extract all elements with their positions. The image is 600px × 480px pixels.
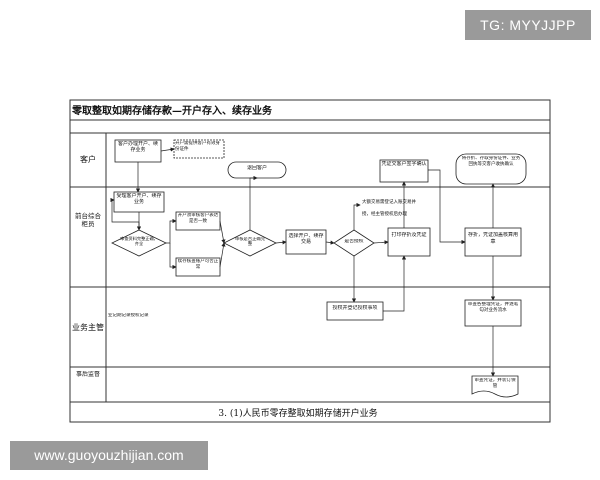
watermark-bottom: www.guoyouzhijian.com xyxy=(10,441,208,470)
link-supervisor-print xyxy=(383,255,407,312)
node-teller-decision xyxy=(223,229,277,257)
text-teller-review: 审查资料完整正确，齐全 xyxy=(120,236,158,246)
text-teller-renew-check: 续存核查账户可否正常 xyxy=(177,259,219,270)
node-teller-print xyxy=(387,227,431,257)
link-start-note xyxy=(160,147,175,152)
lane-supervisor: 业务主管 xyxy=(72,322,104,332)
link-sign-archive xyxy=(428,169,466,245)
connectors xyxy=(110,147,496,377)
link-auth-note xyxy=(353,202,361,230)
text-cust-note-wrap: 开户需提供客户有效身份证件 xyxy=(175,141,220,152)
text-sup-register-wrap: 业记期记录授权记录 xyxy=(108,313,149,318)
link-review-open xyxy=(166,218,177,244)
text-return-customer-wrap: 退回客户 xyxy=(246,165,267,171)
text-sup-authorize-wrap: 授权并登记授权事项 xyxy=(332,305,378,311)
text-choose-wrap: 选择开户、续存交易 xyxy=(288,233,324,245)
diagram-frame xyxy=(69,99,551,423)
lane-customer: 客户 xyxy=(80,154,96,164)
text-teller-review-wrap: 审查资料完整正确，齐全 xyxy=(120,236,158,246)
text-archive-wrap: 存折，凭证加盖核算用章 xyxy=(467,232,518,245)
link-choose-auth xyxy=(325,240,335,245)
link-open-decision xyxy=(219,220,226,244)
link-review-renew xyxy=(169,243,177,270)
text-teller-archive: 存折，凭证加盖核算用章 xyxy=(467,232,518,245)
text-post-check-wrap: 审查凭证，并装订保管 xyxy=(474,378,516,389)
text-cust-sign-confirm: 凭证交客户签字确认 xyxy=(381,161,427,167)
text-supervisor-authorize: 授权并登记授权事项 xyxy=(332,305,378,311)
text-teller-accept: 受理客户开户、续存业务 xyxy=(116,193,162,205)
text-auth-note2: 授，经主管授权后办理 xyxy=(362,210,407,217)
text-teller-decision: 审核是否正确完整 xyxy=(234,237,266,247)
text-teller-print: 打印存折及凭证 xyxy=(391,232,427,238)
lane-teller-wrap: 前台综合柜员 xyxy=(75,212,101,228)
link-decision-return xyxy=(249,175,258,230)
text-supervisor-register: 业记期记录授权记录 xyxy=(108,313,149,318)
text-print-wrap: 打印存折及凭证 xyxy=(391,232,427,238)
text-auth-note1: 大额交易需登记入账交易并 xyxy=(362,198,416,205)
text-return-customer: 退回客户 xyxy=(246,165,267,171)
text-teller-open-check: 开户须审核客户表达是否一致 xyxy=(177,213,219,224)
link-renew-decision xyxy=(219,242,226,268)
diagram-title: 零取整取如期存储存款—开户存入、续存业务 xyxy=(71,104,273,117)
text-cust-sign-wrap: 凭证交客户签字确认 xyxy=(381,161,427,167)
text-post-check: 审查凭证，并装订保管 xyxy=(474,378,516,389)
node-teller-choose xyxy=(285,229,327,255)
text-cust-receive-wrap: 将存折、存取身份证件、业务回执等交客户收执确认 xyxy=(461,156,521,167)
text-cust-receive: 将存折、存取身份证件、业务回执等交客户收执确认 xyxy=(461,156,521,167)
node-teller-review xyxy=(111,229,167,257)
watermark-top: TG: MYYJJPP xyxy=(465,10,591,40)
lane-post-supervision: 事后监督 xyxy=(76,371,100,378)
link-decision-choose xyxy=(275,240,287,245)
text-supervisor-review: 审查各整理凭证，并逐笔勾对业务流水 xyxy=(467,302,519,313)
diagram-caption: 3. (1)人民币零存整取如期存储开户业务 xyxy=(218,407,377,419)
link-review-back xyxy=(110,197,140,230)
text-cust-start: 客户办理开户、续存业务 xyxy=(117,141,158,153)
lane-post-wrap: 事后监督 xyxy=(76,371,100,378)
text-teller-choose: 选择开户、续存交易 xyxy=(288,233,324,245)
text-renew-check-wrap: 续存核查账户可否正常 xyxy=(177,259,219,270)
text-teller-accept-wrap: 受理客户开户、续存业务 xyxy=(116,193,162,205)
text-need-auth-wrap: 是否授权 xyxy=(344,239,364,244)
node-post-check xyxy=(471,375,519,398)
text-sup-review-wrap: 审查各整理凭证，并逐笔勾对业务流水 xyxy=(467,302,519,313)
link-auth-print xyxy=(373,240,389,245)
lane-teller: 前台综合柜员 xyxy=(75,212,101,228)
text-decision-wrap: 审核是否正确完整 xyxy=(234,237,266,247)
text-open-check-wrap: 开户须审核客户表达是否一致 xyxy=(177,213,219,224)
text-cust-note: 开户需提供客户有效身份证件 xyxy=(175,141,220,152)
text-teller-need-auth: 是否授权 xyxy=(344,239,364,244)
text-cust-start-wrap: 客户办理开户、续存业务 xyxy=(117,141,158,153)
